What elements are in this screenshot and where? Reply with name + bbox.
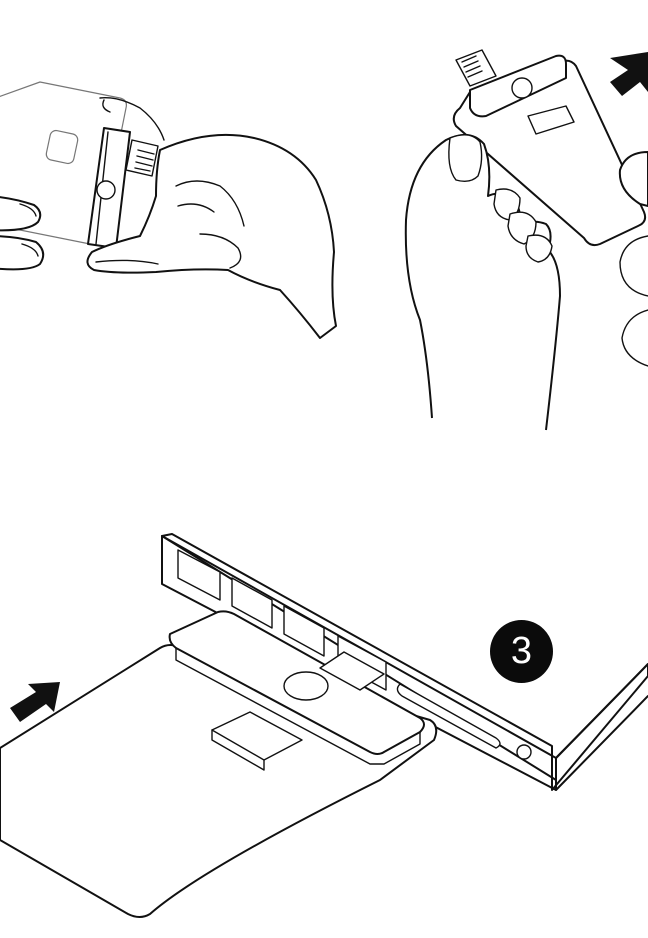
right-hand: [86, 133, 337, 339]
panel-insert-into-laptop: [0, 533, 648, 918]
key-touch-sensor-2: [511, 77, 533, 99]
usb-port-1: [177, 549, 221, 601]
card-chip-icon: [45, 129, 79, 165]
panel-slide-key-into-card: [404, 49, 648, 431]
insert-direction-arrow: [610, 52, 648, 96]
usb-connector-3: [319, 651, 385, 691]
usb-port-3: [283, 605, 325, 657]
audio-jack: [516, 744, 532, 760]
card-slot: [396, 683, 501, 749]
smart-card-3: [0, 644, 438, 918]
usb-port-2: [231, 577, 273, 629]
right-hand-fingers-2: [618, 151, 648, 207]
panel-separate-key-from-card: [0, 81, 337, 339]
left-hand-finger-top: [0, 196, 42, 232]
key-touch-sensor: [96, 180, 116, 200]
usb-connector: [125, 139, 159, 177]
insert-direction-arrow-3: [10, 682, 60, 722]
left-hand-finger-bottom: [0, 235, 45, 271]
step-number-badge: 3: [490, 620, 553, 683]
key-touch-sensor-3: [283, 671, 329, 701]
